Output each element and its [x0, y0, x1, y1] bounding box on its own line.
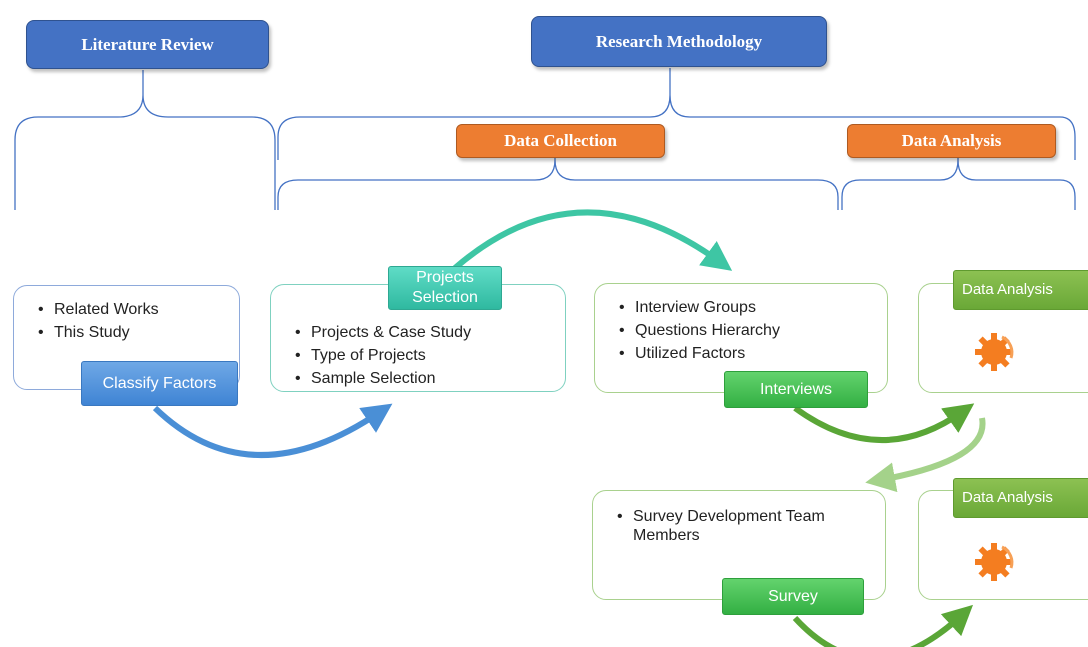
gear-icon: [975, 543, 1014, 581]
arrow-analysis-to-survey: [865, 417, 986, 493]
list-item: Projects & Case Study: [293, 321, 471, 344]
research-methodology-header: Research Methodology: [531, 16, 827, 67]
literature-brace: [14, 70, 276, 210]
interviews-tag: Interviews: [724, 371, 868, 408]
survey-tag: Survey: [722, 578, 864, 615]
projects-items: Projects & Case Study Type of Projects S…: [293, 321, 471, 390]
data-analysis-header: Data Analysis: [847, 124, 1056, 158]
arrow-projects-to-interviews: [453, 209, 733, 271]
arrow-interviews-to-analysis: [793, 403, 975, 443]
list-item: Interview Groups: [617, 296, 780, 319]
list-item: Questions Hierarchy: [617, 319, 780, 342]
literature-items: Related Works This Study: [36, 298, 159, 344]
projects-panel: Projects & Case Study Type of Projects S…: [270, 284, 566, 392]
projects-selection-tag: Projects Selection: [388, 266, 502, 310]
list-item: Related Works: [36, 298, 159, 321]
interviews-items: Interview Groups Questions Hierarchy Uti…: [617, 296, 780, 365]
data-analysis-brace: [841, 156, 1076, 210]
survey-items: Survey Development Team Members: [615, 507, 863, 545]
list-item: This Study: [36, 321, 159, 344]
list-item: Survey Development Team Members: [615, 507, 863, 545]
data-collection-brace: [277, 156, 839, 210]
list-item: Type of Projects: [293, 344, 471, 367]
gear-icon: [975, 333, 1014, 371]
arrow-survey-to-analysis: [792, 604, 974, 647]
classify-factors-tag: Classify Factors: [81, 361, 238, 406]
data-analysis-tag-top: Data Analysis: [953, 270, 1088, 310]
data-collection-header: Data Collection: [456, 124, 665, 158]
list-item: Utilized Factors: [617, 342, 780, 365]
list-item: Sample Selection: [293, 367, 471, 390]
arrow-classify-to-projects: [152, 403, 393, 458]
data-analysis-tag-bottom: Data Analysis: [953, 478, 1088, 518]
literature-review-header: Literature Review: [26, 20, 269, 69]
